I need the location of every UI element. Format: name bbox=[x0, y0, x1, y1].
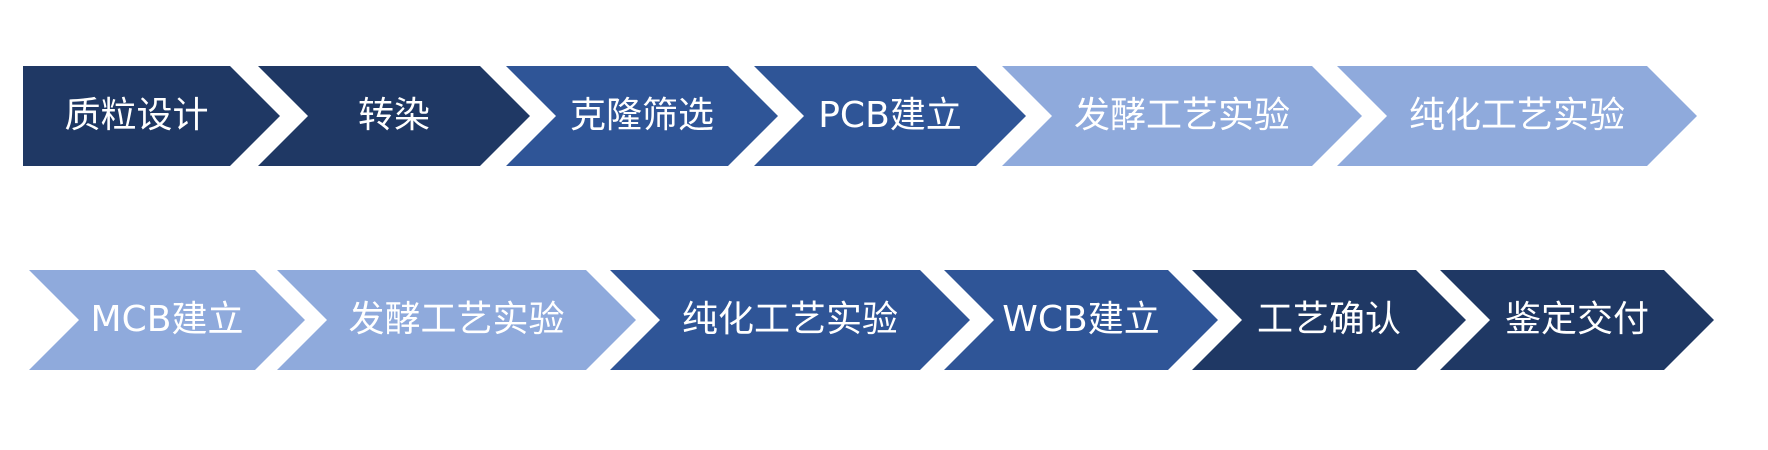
step-fermentation-experiment: 发酵工艺实验 bbox=[1002, 66, 1362, 166]
step-label: WCB建立 bbox=[1002, 299, 1160, 340]
step-mcb-establishment: MCB建立 bbox=[29, 270, 305, 370]
step-label: 质粒设计 bbox=[64, 95, 209, 136]
step-label: 工艺确认 bbox=[1256, 299, 1401, 340]
step-label: 克隆筛选 bbox=[569, 95, 714, 136]
step-label: MCB建立 bbox=[90, 299, 244, 340]
step-clone-screening: 克隆筛选 bbox=[506, 66, 778, 166]
step-purification-experiment-2: 纯化工艺实验 bbox=[610, 270, 970, 370]
step-label: 纯化工艺实验 bbox=[681, 299, 898, 340]
step-identification-delivery: 鉴定交付 bbox=[1440, 270, 1714, 370]
step-wcb-establishment: WCB建立 bbox=[944, 270, 1218, 370]
step-transfection: 转染 bbox=[258, 66, 530, 166]
step-label: 转染 bbox=[357, 95, 430, 136]
step-process-confirmation: 工艺确认 bbox=[1192, 270, 1466, 370]
step-plasmid-design: 质粒设计 bbox=[23, 66, 280, 166]
step-label: 发酵工艺实验 bbox=[1073, 95, 1290, 136]
step-label: 发酵工艺实验 bbox=[348, 299, 565, 340]
step-label: 纯化工艺实验 bbox=[1408, 95, 1625, 136]
step-pcb-establishment: PCB建立 bbox=[754, 66, 1026, 166]
step-label: PCB建立 bbox=[818, 95, 962, 136]
step-purification-experiment: 纯化工艺实验 bbox=[1337, 66, 1697, 166]
step-label: 鉴定交付 bbox=[1504, 299, 1649, 340]
step-fermentation-experiment-2: 发酵工艺实验 bbox=[277, 270, 636, 370]
